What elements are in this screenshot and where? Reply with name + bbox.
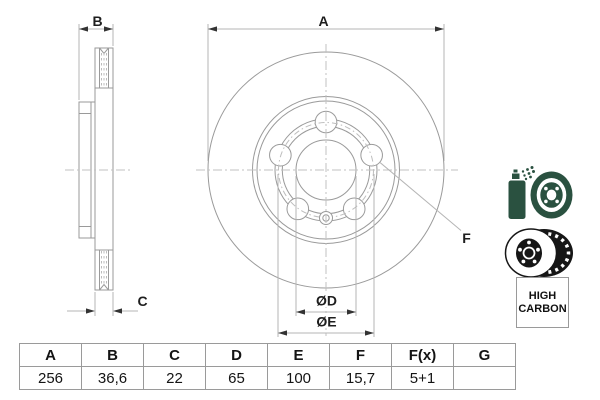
high-carbon-line-1: HIGH <box>528 289 557 302</box>
spec-value-cell: 256 <box>19 366 82 390</box>
spec-header-cell: F(x) <box>391 343 454 367</box>
dimension-c: C <box>67 292 148 316</box>
arrowhead-icon <box>347 309 356 315</box>
dimension-f: F <box>379 162 471 246</box>
dimension-b: B <box>78 13 114 100</box>
arrowhead-icon <box>208 26 217 32</box>
arrowhead-icon <box>296 309 305 315</box>
front-view: A <box>196 13 471 337</box>
spec-header-cell: G <box>453 343 516 367</box>
spec-header-cell: E <box>267 343 330 367</box>
high-carbon-badge: HIGH CARBON <box>516 277 569 328</box>
coated-disc-icon <box>508 166 573 219</box>
arrowhead-icon <box>86 308 95 314</box>
spec-header-cell: F <box>329 343 392 367</box>
dimension-d: ØD <box>295 176 357 316</box>
arrowhead-icon <box>435 26 444 32</box>
section-view: B <box>65 13 148 316</box>
dimension-a: A <box>207 13 445 161</box>
spec-table-header-row: A B C D E F F(x) G <box>19 343 516 367</box>
spec-value-cell: 15,7 <box>329 366 392 390</box>
dimension-e-label: ØE <box>316 314 336 330</box>
dimension-e: ØE <box>277 174 375 337</box>
spec-table-value-row: 256 36,6 22 65 100 15,7 5+1 <box>19 366 516 390</box>
arrowhead-icon <box>365 330 374 336</box>
spec-header-cell: B <box>81 343 144 367</box>
arrowhead-icon <box>79 26 88 32</box>
spec-value-cell: 5+1 <box>391 366 454 390</box>
spec-value-cell <box>453 366 516 390</box>
spec-table: A B C D E F F(x) G 256 36,6 22 65 100 15… <box>19 343 516 390</box>
spec-header-cell: D <box>205 343 268 367</box>
dimension-a-label: A <box>318 13 328 29</box>
dimension-d-label: ØD <box>316 293 337 309</box>
dimension-f-label: F <box>462 230 471 246</box>
dimension-b-label: B <box>92 13 102 29</box>
arrowhead-icon <box>113 308 122 314</box>
spec-header-cell: C <box>143 343 206 367</box>
arrowhead-icon <box>104 26 113 32</box>
spray-can-icon <box>508 166 535 219</box>
vent-vanes <box>101 53 107 285</box>
spec-value-cell: 65 <box>205 366 268 390</box>
spec-value-cell: 100 <box>267 366 330 390</box>
vented-disc-icon <box>504 228 573 278</box>
high-carbon-line-2: CARBON <box>518 302 567 315</box>
dimension-c-label: C <box>137 293 147 309</box>
spec-value-cell: 22 <box>143 366 206 390</box>
spec-value-cell: 36,6 <box>81 366 144 390</box>
arrowhead-icon <box>278 330 287 336</box>
spec-header-cell: A <box>19 343 82 367</box>
